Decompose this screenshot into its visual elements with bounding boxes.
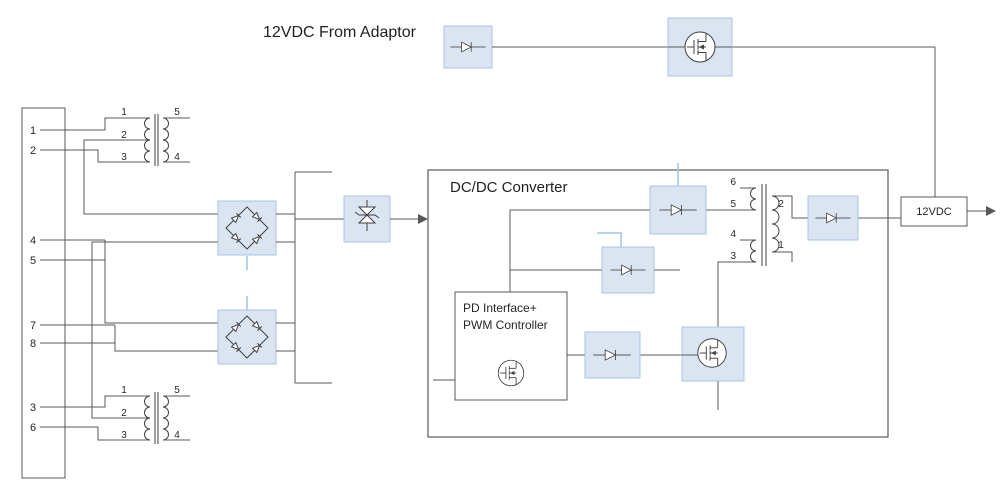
pd-controller-label-line1: PD Interface+ xyxy=(463,301,537,315)
xfmr-main-pin-1: 1 xyxy=(778,240,784,251)
xfmr-top-pin-2: 2 xyxy=(121,130,127,141)
dcdc-converter-box: DC/DC Converter xyxy=(427,169,889,438)
output-arrow-icon xyxy=(986,206,996,216)
xfmr-bottom-pin-4: 4 xyxy=(174,430,180,441)
rj45-connector: 1 2 4 5 7 8 3 6 xyxy=(21,107,66,479)
gate-drive-diode-d4 xyxy=(584,331,641,379)
connector-pin-7: 7 xyxy=(30,320,36,332)
adaptor-diode-block xyxy=(443,25,493,69)
xfmr-main-pin-3: 3 xyxy=(730,251,736,262)
xfmr-top-pin-4: 4 xyxy=(174,152,180,163)
adaptor-label: 12VDC From Adaptor xyxy=(263,24,417,41)
pd-pwm-controller: PD Interface+ PWM Controller xyxy=(454,291,568,401)
net-ticks xyxy=(246,163,679,310)
converter-title: DC/DC Converter xyxy=(450,179,568,196)
tvs-diode-block xyxy=(343,195,391,243)
connector-pin-3: 3 xyxy=(30,402,36,414)
xfmr-main-pin-6: 6 xyxy=(730,177,736,188)
output-diode-d2 xyxy=(807,195,859,241)
pd-internal-mosfet-icon xyxy=(497,359,525,387)
converter-internal-wires xyxy=(433,187,901,410)
bridge-rectifier-1 xyxy=(217,200,277,256)
connector-pin-5: 5 xyxy=(30,255,36,267)
rectified-rails xyxy=(276,171,344,384)
transformer-bottom: 1 2 3 5 4 xyxy=(121,385,190,444)
connector-pin-8: 8 xyxy=(30,338,36,350)
high-side-mosfet-block xyxy=(667,17,733,77)
output-voltage-box: 12VDC xyxy=(900,196,996,227)
switching-mosfet-block xyxy=(681,326,745,382)
rectifier-diode-d1 xyxy=(649,185,707,235)
xfmr-top-pin-3: 3 xyxy=(121,152,127,163)
top-wires xyxy=(492,46,936,197)
xfmr-main-pin-5: 5 xyxy=(730,199,736,210)
bridge-rectifier-2 xyxy=(217,309,277,365)
xfmr-bottom-pin-1: 1 xyxy=(121,385,127,396)
transformer-top: 1 2 3 5 4 xyxy=(121,107,190,166)
transformer-main: 6 5 4 3 2 1 xyxy=(730,177,784,266)
converter-input-arrow xyxy=(390,214,428,224)
output-voltage-label: 12VDC xyxy=(916,206,952,218)
xfmr-top-pin-5: 5 xyxy=(174,107,180,118)
xfmr-bottom-pin-3: 3 xyxy=(121,430,127,441)
xfmr-bottom-pin-2: 2 xyxy=(121,408,127,419)
pd-controller-label-line2: PWM Controller xyxy=(463,318,548,332)
connector-pin-2: 2 xyxy=(30,145,36,157)
xfmr-main-pin-4: 4 xyxy=(730,229,736,240)
snubber-diode-d3 xyxy=(601,246,655,294)
connector-wires xyxy=(40,117,218,441)
xfmr-top-pin-1: 1 xyxy=(121,107,127,118)
xfmr-bottom-pin-5: 5 xyxy=(174,385,180,396)
xfmr-main-pin-2: 2 xyxy=(778,199,784,210)
connector-pin-6: 6 xyxy=(30,422,36,434)
connector-pin-1: 1 xyxy=(30,125,36,137)
connector-pin-4: 4 xyxy=(30,235,36,247)
